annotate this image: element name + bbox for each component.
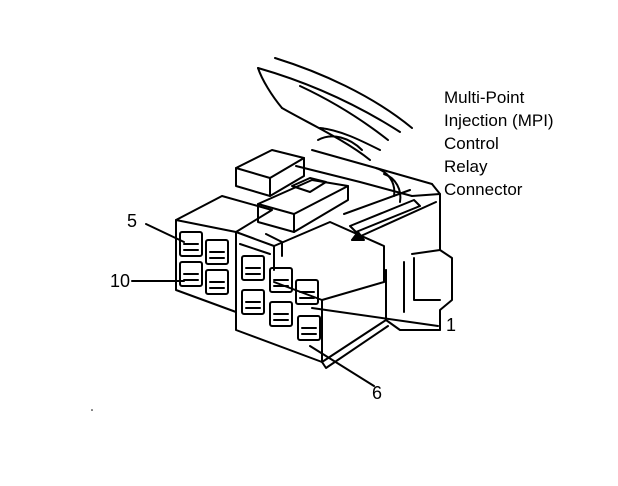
cavities-right	[239, 233, 321, 341]
callout-line: Injection (MPI)	[444, 111, 554, 130]
pin-1-label: 1	[446, 315, 457, 335]
leader-lines	[131, 201, 439, 387]
pin-5-label: 5	[127, 211, 138, 231]
cavities-left	[179, 231, 229, 295]
pin-1-leader	[311, 307, 439, 327]
callout-line: Control	[444, 134, 499, 153]
callout-line: Relay	[444, 157, 488, 176]
pin-5-leader	[145, 223, 185, 243]
pin-10-label: 10	[110, 271, 131, 291]
callout-arrowhead	[351, 231, 365, 241]
wire-harness	[257, 57, 413, 203]
speck	[91, 409, 93, 411]
callout-line: Connector	[444, 180, 523, 199]
pin-6-label: 6	[372, 383, 383, 403]
callout-line: Multi-Point	[444, 88, 525, 107]
callout-leader	[351, 201, 437, 241]
connector-callout-label: Multi-Point Injection (MPI) Control Rela…	[444, 86, 554, 201]
pin-6-leader	[309, 345, 375, 387]
